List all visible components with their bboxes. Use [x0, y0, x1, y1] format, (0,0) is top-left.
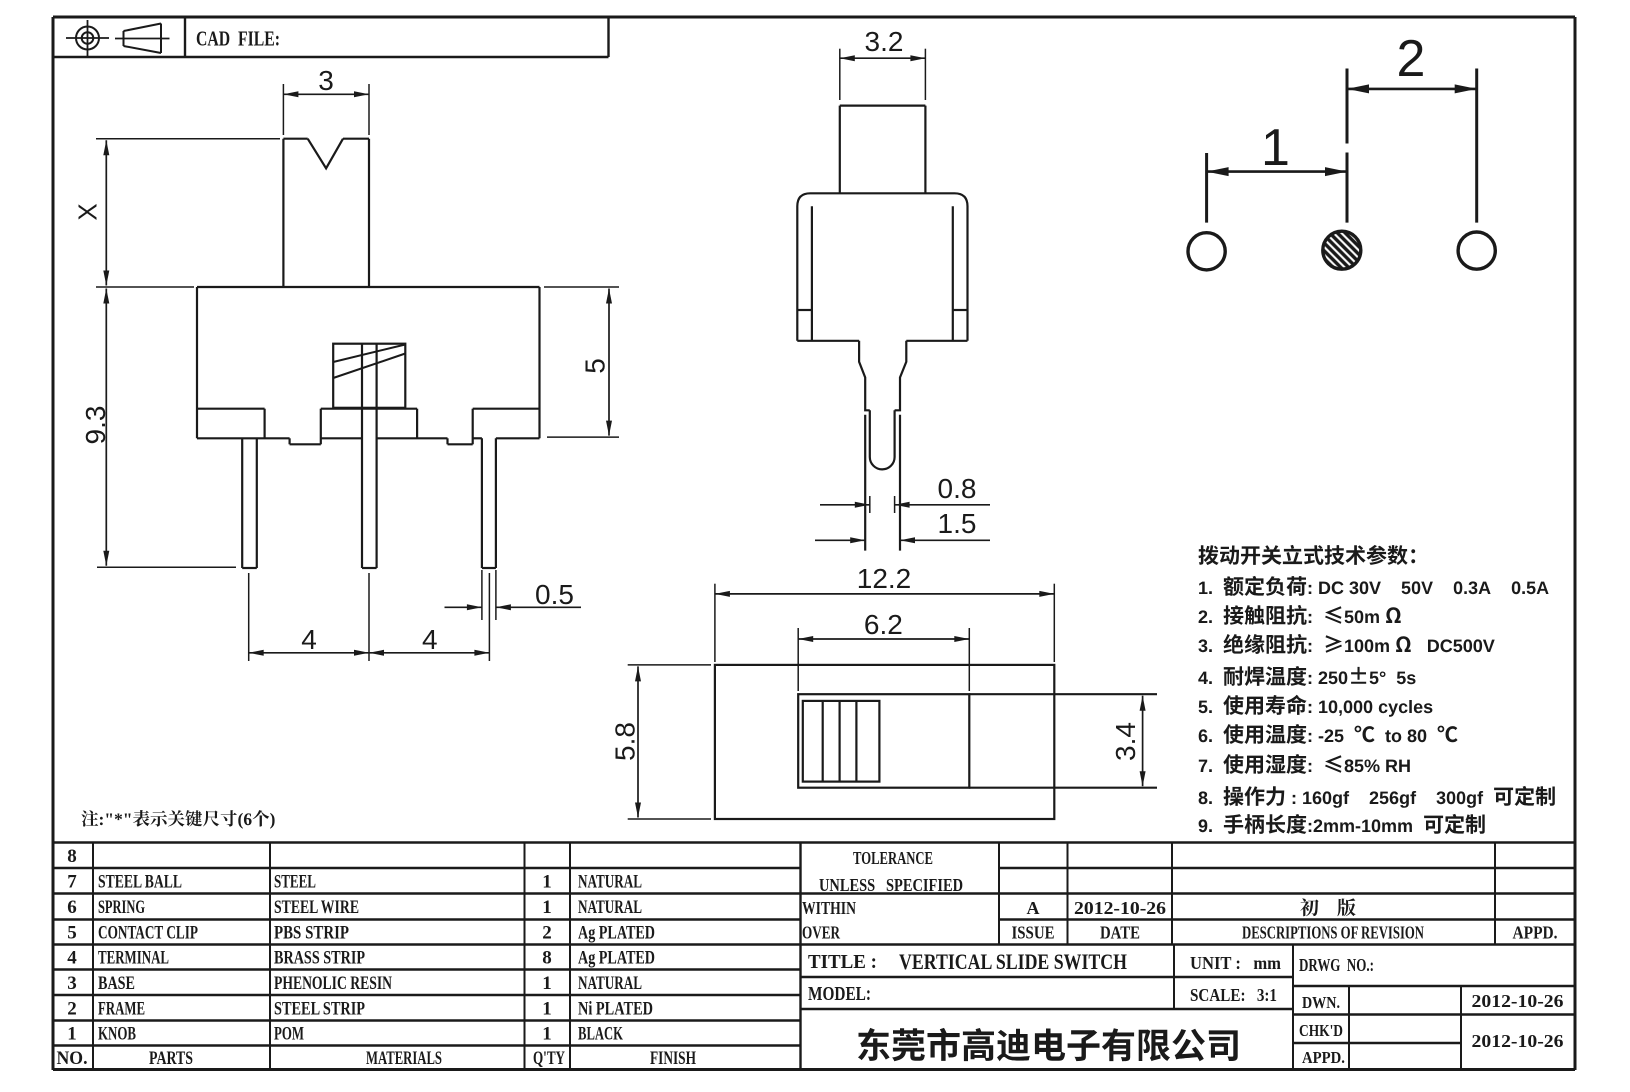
svg-text:MATERIALS: MATERIALS [366, 1048, 442, 1069]
svg-text:Q'TY: Q'TY [533, 1048, 565, 1069]
svg-text:1: 1 [67, 1024, 77, 1045]
svg-text:6.2: 6.2 [864, 609, 903, 640]
svg-text:BRASS STRIP: BRASS STRIP [274, 948, 365, 969]
svg-text:8: 8 [542, 948, 552, 969]
svg-text:VERTICAL SLIDE SWITCH: VERTICAL SLIDE SWITCH [899, 949, 1127, 974]
svg-text:BASE: BASE [98, 973, 135, 994]
svg-text:8: 8 [67, 846, 77, 867]
svg-text:3.2: 3.2 [865, 26, 904, 57]
svg-text:BLACK: BLACK [578, 1024, 623, 1045]
svg-text:1: 1 [1261, 119, 1290, 177]
svg-text:Ag PLATED: Ag PLATED [578, 948, 655, 969]
svg-text:STEEL WIRE: STEEL WIRE [274, 897, 359, 918]
svg-text:2012-10-26: 2012-10-26 [1472, 991, 1564, 1011]
svg-text:FRAME: FRAME [98, 998, 145, 1019]
svg-text:APPD.: APPD. [1513, 923, 1558, 943]
svg-text:UNIT : mm: UNIT : mm [1190, 953, 1281, 973]
svg-text:STEEL STRIP: STEEL STRIP [274, 998, 365, 1019]
svg-text:Ag PLATED: Ag PLATED [578, 923, 655, 944]
svg-text:DESCRIPTIONS OF REVISION: DESCRIPTIONS OF REVISION [1242, 923, 1424, 943]
svg-text:A: A [1027, 898, 1040, 918]
svg-text:X: X [73, 203, 103, 220]
svg-text:12.2: 12.2 [857, 563, 912, 594]
svg-text:1: 1 [542, 998, 552, 1019]
svg-text:APPD.: APPD. [1302, 1048, 1345, 1067]
svg-text:UNLESS SPECIFIED: UNLESS SPECIFIED [819, 875, 963, 895]
svg-text:CONTACT CLIP: CONTACT CLIP [98, 923, 198, 944]
svg-text:0.8: 0.8 [938, 473, 977, 504]
svg-text:5: 5 [67, 923, 77, 944]
svg-text:3: 3 [67, 973, 77, 994]
svg-text:7: 7 [67, 871, 77, 892]
svg-text:1: 1 [542, 897, 552, 918]
svg-text:NATURAL: NATURAL [578, 973, 642, 994]
svg-text:SCALE: 3:1: SCALE: 3:1 [1190, 985, 1277, 1005]
svg-text:Ni PLATED: Ni PLATED [578, 998, 653, 1019]
svg-text:5.8: 5.8 [610, 722, 641, 761]
svg-text:DRWG NO.:: DRWG NO.: [1299, 955, 1374, 975]
svg-text:5: 5 [580, 358, 611, 374]
svg-text:1: 1 [542, 973, 552, 994]
svg-text:DATE: DATE [1100, 923, 1140, 943]
svg-text:1.5: 1.5 [938, 508, 977, 539]
svg-text:PBS STRIP: PBS STRIP [274, 923, 349, 944]
svg-text:3.4: 3.4 [1110, 722, 1141, 761]
svg-text:1: 1 [542, 1024, 552, 1045]
svg-text:FINISH: FINISH [650, 1048, 696, 1069]
svg-text:CAD FILE:: CAD FILE: [196, 27, 280, 51]
svg-text:6: 6 [67, 897, 77, 918]
svg-text:DWN.: DWN. [1302, 993, 1340, 1012]
svg-text:2012-10-26: 2012-10-26 [1074, 898, 1166, 918]
svg-text:4: 4 [301, 624, 317, 655]
svg-text:STEEL: STEEL [274, 871, 316, 892]
svg-text:2: 2 [542, 923, 552, 944]
svg-text:PARTS: PARTS [149, 1048, 193, 1069]
svg-text:ISSUE: ISSUE [1012, 923, 1055, 943]
svg-text:0.5: 0.5 [535, 579, 574, 610]
svg-text:1: 1 [542, 871, 552, 892]
svg-text:4: 4 [67, 948, 77, 969]
svg-text:3: 3 [318, 65, 334, 96]
svg-text:STEEL BALL: STEEL BALL [98, 871, 182, 892]
svg-text:NATURAL: NATURAL [578, 871, 642, 892]
svg-text:OVER: OVER [802, 923, 841, 943]
svg-text:TERMINAL: TERMINAL [98, 948, 169, 969]
svg-text:TITLE :: TITLE : [808, 951, 877, 973]
svg-text:4: 4 [422, 624, 438, 655]
svg-text:MODEL:: MODEL: [808, 983, 871, 1005]
svg-text:9.3: 9.3 [80, 406, 111, 445]
svg-text:NATURAL: NATURAL [578, 897, 642, 918]
svg-text:NO.: NO. [57, 1048, 88, 1069]
svg-text:2012-10-26: 2012-10-26 [1472, 1031, 1564, 1051]
svg-text:KNOB: KNOB [98, 1024, 136, 1045]
svg-text:2: 2 [67, 998, 77, 1019]
svg-text:WITHIN: WITHIN [802, 898, 856, 918]
svg-text:SPRING: SPRING [98, 897, 145, 918]
svg-text:POM: POM [274, 1024, 304, 1045]
svg-text:PHENOLIC RESIN: PHENOLIC RESIN [274, 973, 392, 994]
svg-text:CHK'D: CHK'D [1299, 1021, 1343, 1040]
svg-text:2: 2 [1396, 30, 1425, 88]
svg-text:TOLERANCE: TOLERANCE [853, 848, 933, 868]
